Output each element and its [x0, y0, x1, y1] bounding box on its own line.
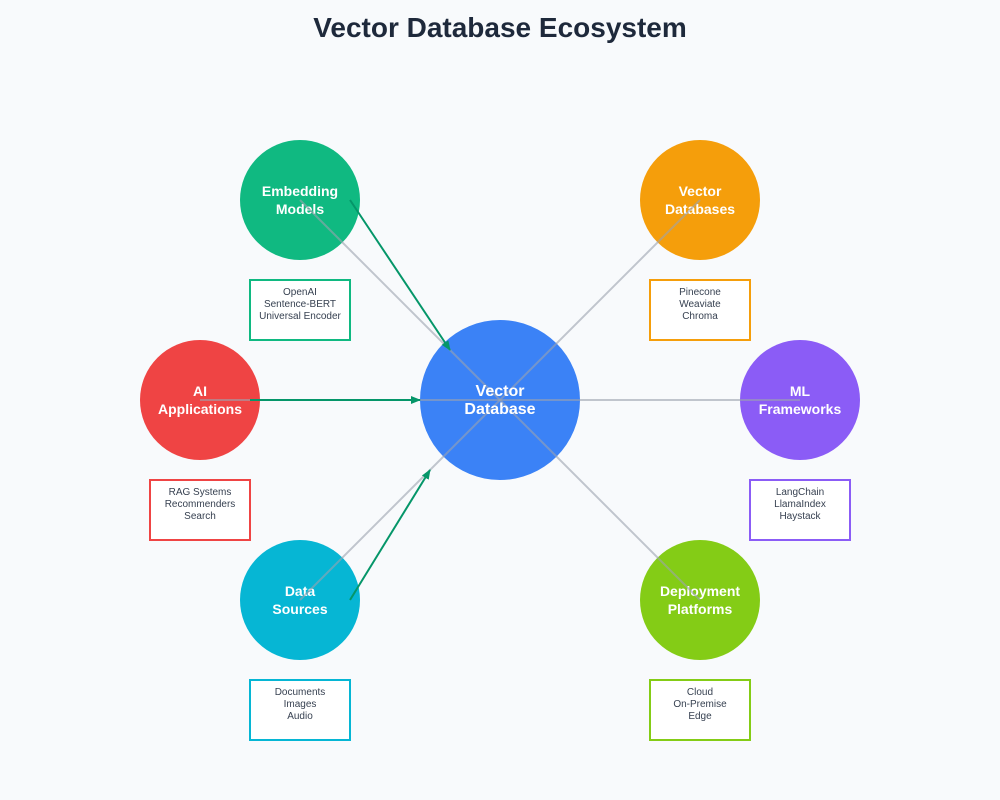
node-label-ml-frameworks: ML Frameworks: [759, 383, 842, 417]
detail-box-ml-frameworks: [749, 479, 851, 541]
detail-item: Sentence-BERT: [264, 299, 336, 310]
node-label-deployment-platforms-line: Deployment: [660, 583, 740, 599]
detail-item: Pinecone: [679, 287, 721, 298]
connector-embedding-models: [299, 199, 501, 401]
center-node-label-line: Database: [464, 401, 535, 418]
detail-item: Chroma: [682, 311, 718, 322]
detail-item: RAG Systems: [169, 487, 232, 498]
node-label-data-sources-line: Sources: [272, 601, 327, 617]
node-label-deployment-platforms-line: Platforms: [668, 601, 733, 617]
connector-vector-databases: [499, 199, 701, 401]
detail-box-embedding-models: [249, 279, 351, 341]
detail-item: Weaviate: [679, 299, 721, 310]
center-node-label-line: Vector: [476, 383, 525, 400]
diagram-title: Vector Database Ecosystem: [313, 12, 687, 43]
detail-item: On-Premise: [673, 699, 727, 710]
detail-item: Edge: [688, 711, 712, 722]
detail-item: Audio: [287, 711, 313, 722]
node-label-vector-databases-line: Databases: [665, 201, 735, 217]
detail-item: OpenAI: [283, 287, 317, 298]
detail-item: Documents: [275, 687, 326, 698]
flow-arrow-embedding-models: [349, 199, 451, 351]
detail-box-ai-applications: [149, 479, 251, 541]
node-label-embedding-models-line: Embedding: [262, 183, 338, 199]
node-label-ai-applications-line: AI: [193, 383, 207, 399]
detail-item: Haystack: [779, 511, 821, 522]
node-label-ai-applications-line: Applications: [158, 401, 242, 417]
detail-item: Images: [284, 699, 317, 710]
detail-item: Search: [184, 511, 216, 522]
node-label-vector-databases-line: Vector: [679, 183, 722, 199]
detail-item: Cloud: [687, 687, 713, 698]
detail-box-vector-databases: [649, 279, 751, 341]
node-label-ai-applications: AI Applications: [158, 383, 242, 417]
detail-item: LangChain: [776, 487, 824, 498]
flow-arrow-data-sources: [349, 469, 431, 601]
node-label-ml-frameworks-line: ML: [790, 383, 811, 399]
detail-item: LlamaIndex: [774, 499, 826, 510]
connector-data-sources: [299, 399, 501, 601]
detail-box-data-sources: [249, 679, 351, 741]
detail-item: Universal Encoder: [259, 311, 341, 322]
connector-deployment-platforms: [499, 399, 701, 601]
node-label-data-sources-line: Data: [285, 583, 316, 599]
node-label-ml-frameworks-line: Frameworks: [759, 401, 842, 417]
detail-item: Recommenders: [165, 499, 236, 510]
node-label-embedding-models-line: Models: [276, 201, 324, 217]
detail-box-deployment-platforms: [649, 679, 751, 741]
